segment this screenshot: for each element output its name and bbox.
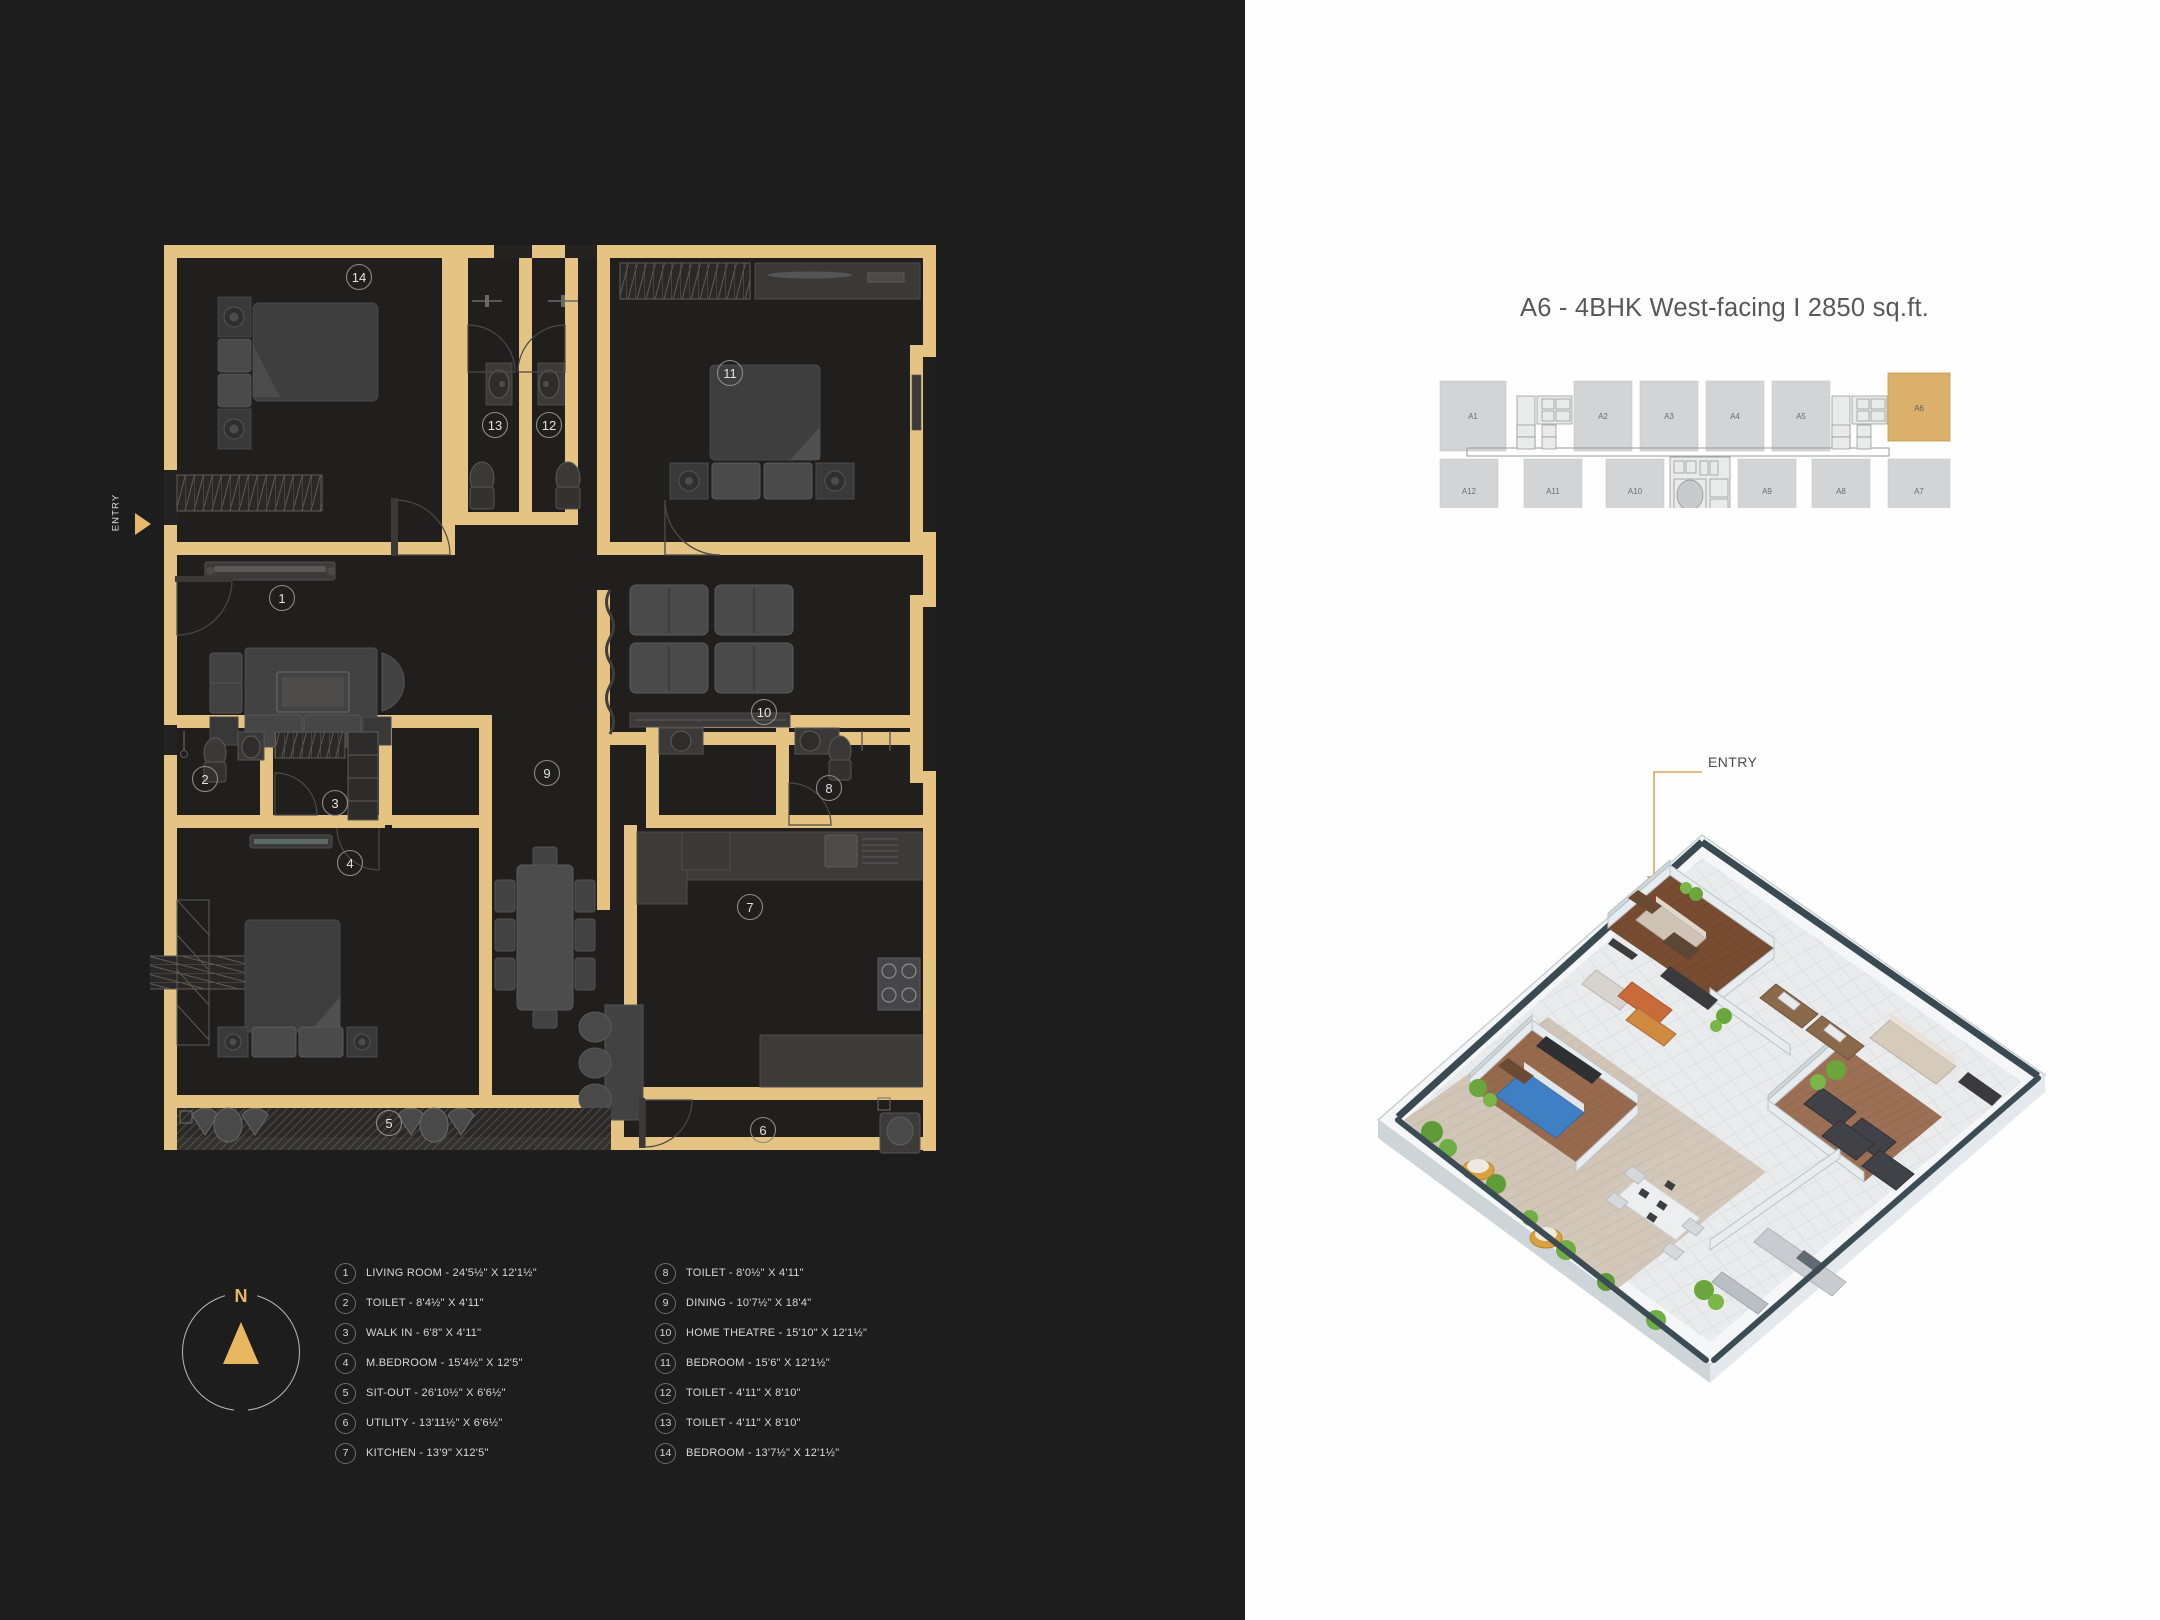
legend-item: 13 TOILET - 4'11" X 8'10" bbox=[655, 1408, 905, 1438]
svg-text:8: 8 bbox=[825, 781, 832, 796]
legend-number: 10 bbox=[655, 1322, 676, 1344]
svg-text:13: 13 bbox=[488, 418, 502, 433]
isometric-3d-render bbox=[1370, 820, 2060, 1400]
keyplan-unit-a2 bbox=[1573, 380, 1633, 452]
keyplan-label-a10: A10 bbox=[1628, 487, 1643, 496]
legend-label: LIVING ROOM - 24'5½" X 12'1½" bbox=[366, 1267, 537, 1279]
keyplan-label-a7: A7 bbox=[1914, 487, 1924, 496]
legend-item: 1 LIVING ROOM - 24'5½" X 12'1½" bbox=[335, 1258, 655, 1288]
svg-text:10: 10 bbox=[757, 705, 771, 720]
svg-text:5: 5 bbox=[385, 1116, 392, 1131]
legend-number: 4 bbox=[335, 1352, 356, 1374]
legend-label: BEDROOM - 15'6" X 12'1½" bbox=[686, 1357, 830, 1369]
keyplan-unit-a5 bbox=[1771, 380, 1831, 452]
unit-title: A6 - 4BHK West-facing I 2850 sq.ft. bbox=[1520, 294, 1930, 322]
legend-label: WALK IN - 6'8" X 4'11" bbox=[366, 1327, 482, 1339]
entry-callout-label: ENTRY bbox=[1708, 754, 1758, 770]
svg-text:7: 7 bbox=[746, 900, 753, 915]
legend-number: 1 bbox=[335, 1262, 356, 1284]
legend-label: HOME THEATRE - 15'10" X 12'1½" bbox=[686, 1327, 868, 1339]
legend-item: 11 BEDROOM - 15'6" X 12'1½" bbox=[655, 1348, 905, 1378]
keyplan-unit-a10 bbox=[1605, 458, 1665, 508]
keyplan-unit-a12 bbox=[1439, 458, 1499, 508]
compass-ring-gap-top bbox=[225, 1286, 257, 1302]
legend-item: 4 M.BEDROOM - 15'4½" X 12'5" bbox=[335, 1348, 655, 1378]
legend-number: 12 bbox=[655, 1382, 676, 1404]
keyplan-unit-a11 bbox=[1523, 458, 1583, 508]
svg-text:12: 12 bbox=[542, 418, 556, 433]
legend-label: TOILET - 8'0½" X 4'11" bbox=[686, 1267, 804, 1279]
compass-needle-icon bbox=[223, 1322, 259, 1364]
legend-item: 14 BEDROOM - 13'7½" X 12'1½" bbox=[655, 1438, 905, 1468]
legend-number: 9 bbox=[655, 1292, 676, 1314]
keyplan-unit-a6-highlight bbox=[1887, 372, 1951, 442]
legend-item: 9 DINING - 10'7½" X 18'4" bbox=[655, 1288, 905, 1318]
legend-item: 6 UTILITY - 13'11½" X 6'6½" bbox=[335, 1408, 655, 1438]
compass-ring-gap-bottom bbox=[234, 1402, 248, 1416]
entry-marker-label: ENTRY bbox=[110, 493, 122, 532]
keyplan-label-a2: A2 bbox=[1598, 412, 1608, 421]
legend-number: 2 bbox=[335, 1292, 356, 1314]
room-legend: 1 LIVING ROOM - 24'5½" X 12'1½" 2 TOILET… bbox=[335, 1258, 905, 1468]
svg-text:9: 9 bbox=[543, 766, 550, 781]
legend-number: 6 bbox=[335, 1412, 356, 1434]
keyplan-label-a5: A5 bbox=[1796, 412, 1806, 421]
legend-item: 5 SIT-OUT - 26'10½" X 6'6½" bbox=[335, 1378, 655, 1408]
legend-number: 5 bbox=[335, 1382, 356, 1404]
legend-label: TOILET - 4'11" X 8'10" bbox=[686, 1417, 801, 1429]
legend-label: M.BEDROOM - 15'4½" X 12'5" bbox=[366, 1357, 523, 1369]
keyplan-label-a8: A8 bbox=[1836, 487, 1846, 496]
legend-number: 11 bbox=[655, 1352, 676, 1374]
keyplan-label-a1: A1 bbox=[1468, 412, 1478, 421]
legend-label: UTILITY - 13'11½" X 6'6½" bbox=[366, 1417, 503, 1429]
entry-arrow-icon bbox=[135, 513, 151, 535]
legend-column-left: 1 LIVING ROOM - 24'5½" X 12'1½" 2 TOILET… bbox=[335, 1258, 655, 1468]
legend-item: 12 TOILET - 4'11" X 8'10" bbox=[655, 1378, 905, 1408]
keyplan-unit-a3 bbox=[1639, 380, 1699, 452]
keyplan-label-a9: A9 bbox=[1762, 487, 1772, 496]
svg-text:2: 2 bbox=[201, 772, 208, 787]
keyplan-unit-a8 bbox=[1811, 458, 1871, 508]
legend-number: 8 bbox=[655, 1262, 676, 1284]
svg-text:6: 6 bbox=[759, 1123, 766, 1138]
legend-item: 10 HOME THEATRE - 15'10" X 12'1½" bbox=[655, 1318, 905, 1348]
keyplan-label-a3: A3 bbox=[1664, 412, 1674, 421]
legend-number: 7 bbox=[335, 1442, 356, 1464]
keyplan-label-a11: A11 bbox=[1546, 487, 1560, 496]
legend-label: BEDROOM - 13'7½" X 12'1½" bbox=[686, 1447, 840, 1459]
legend-label: KITCHEN - 13'9" X12'5" bbox=[366, 1447, 489, 1459]
svg-text:14: 14 bbox=[352, 270, 366, 285]
legend-item: 3 WALK IN - 6'8" X 4'11" bbox=[335, 1318, 655, 1348]
legend-number: 14 bbox=[655, 1442, 676, 1464]
legend-column-right: 8 TOILET - 8'0½" X 4'11" 9 DINING - 10'7… bbox=[655, 1258, 905, 1468]
keyplan-unit-a1 bbox=[1439, 380, 1507, 452]
svg-text:3: 3 bbox=[331, 796, 338, 811]
keyplan-label-a12: A12 bbox=[1462, 487, 1477, 496]
floor-plan-2d: 14 13 12 11 1 10 2 3 4 9 8 7 5 6 bbox=[150, 235, 950, 1195]
svg-text:11: 11 bbox=[723, 366, 737, 381]
legend-item: 8 TOILET - 8'0½" X 4'11" bbox=[655, 1258, 905, 1288]
keyplan-label-a6: A6 bbox=[1914, 404, 1924, 413]
key-plan-diagram: A1 A2 A3 A4 A5 A6 A12 A11 A10 A9 A8 A7 bbox=[1438, 363, 1998, 508]
legend-label: SIT-OUT - 26'10½" X 6'6½" bbox=[366, 1387, 506, 1399]
legend-number: 3 bbox=[335, 1322, 356, 1344]
svg-text:1: 1 bbox=[278, 591, 285, 606]
legend-label: TOILET - 8'4½" X 4'11" bbox=[366, 1297, 484, 1309]
compass-rose: N bbox=[182, 1286, 300, 1416]
legend-item: 7 KITCHEN - 13'9" X12'5" bbox=[335, 1438, 655, 1468]
keyplan-unit-a9 bbox=[1737, 458, 1797, 508]
legend-number: 13 bbox=[655, 1412, 676, 1434]
entry-marker-plan: ENTRY bbox=[106, 494, 166, 545]
keyplan-unit-a4 bbox=[1705, 380, 1765, 452]
legend-item: 2 TOILET - 8'4½" X 4'11" bbox=[335, 1288, 655, 1318]
svg-text:4: 4 bbox=[346, 856, 353, 871]
compass-north-label: N bbox=[234, 1286, 248, 1306]
legend-label: DINING - 10'7½" X 18'4" bbox=[686, 1297, 812, 1309]
legend-label: TOILET - 4'11" X 8'10" bbox=[686, 1387, 801, 1399]
keyplan-label-a4: A4 bbox=[1730, 412, 1740, 421]
keyplan-unit-a7 bbox=[1887, 458, 1951, 508]
